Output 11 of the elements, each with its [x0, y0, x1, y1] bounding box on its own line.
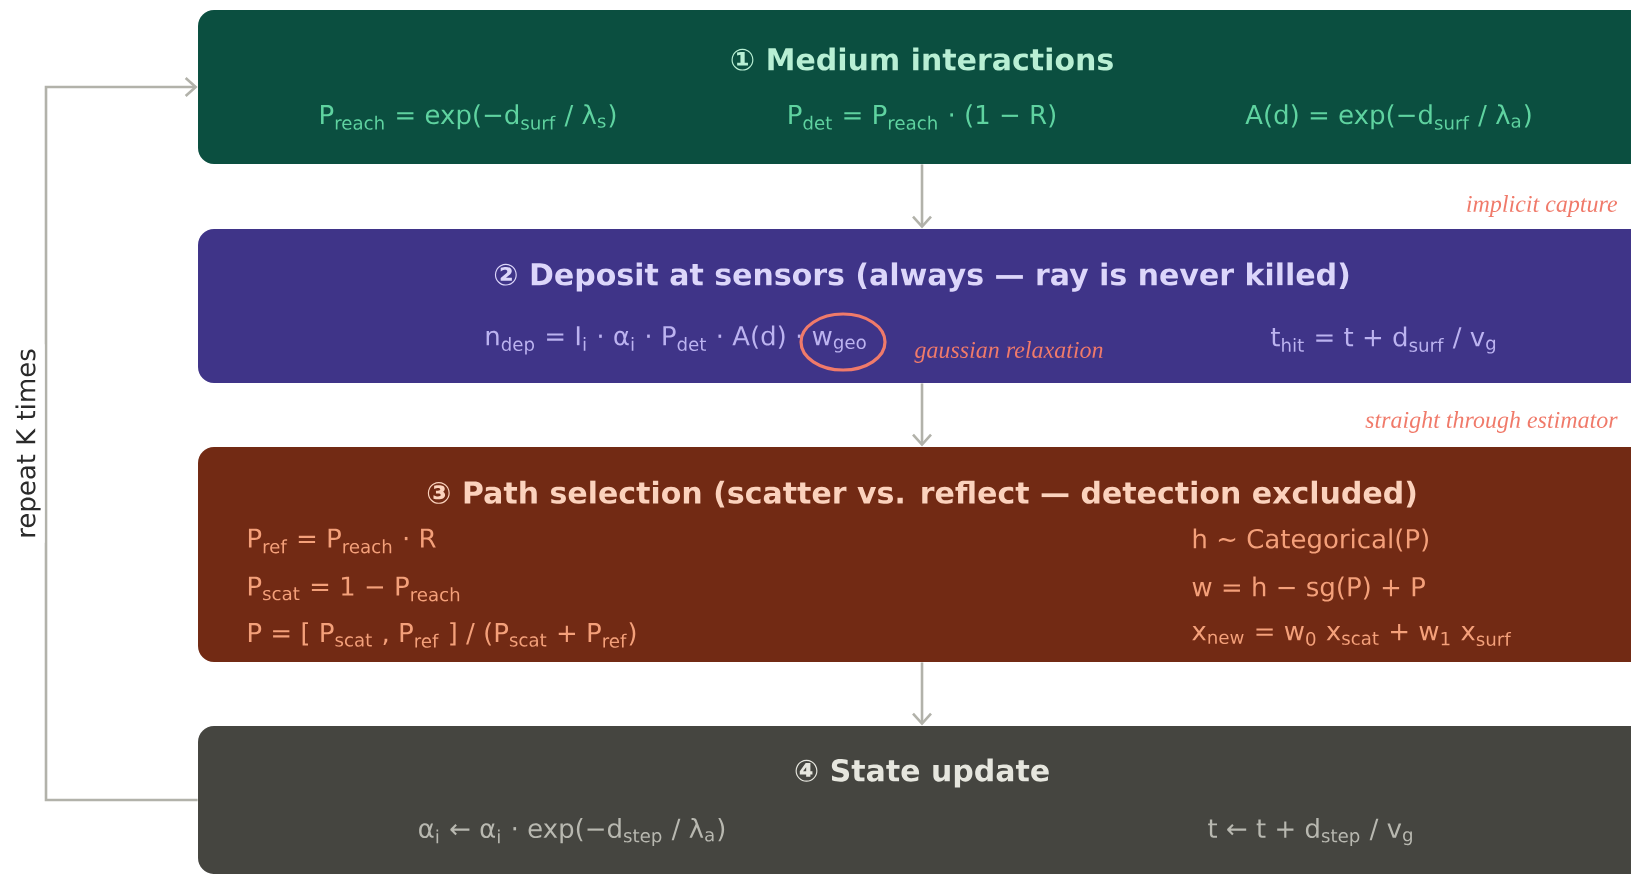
stage-box: ③ Path selection (scatter vs. reflect — detection excluded) P$_{ref}$ = P$_{reach}$ · R P$_{scat}$ = 1 − P$_{reach}$ P = [ P$_{scat}$ , P$_{ref}$ ] / (P$_{scat}$ + P$_{ref}$) h ~ Categorical(P) w = h − sg(P) + P x$_{new}$ = w$_{0}$ x$_{scat}$ + w$_{1}$ x$_{surf}$: [198, 447, 1631, 662]
arrow: [912, 383, 932, 447]
annotation: implicit capture: [1467, 195, 1618, 217]
arrow: [912, 662, 932, 726]
arrow: [912, 164, 932, 229]
loop-arrow: [44, 77, 198, 802]
annotation: gaussian relaxation: [914, 341, 1103, 363]
stage-box: ④ State update α$_{i}$ ← α$_{i}$ · exp(−d$_{step}$ / λ$_{a}$) t ← t + d$_{step}$ / v$_{g}$: [198, 726, 1631, 874]
edge-label: repeat K times: [15, 349, 41, 537]
stage-box: ① Medium interactions P$_{reach}$ = exp(−d$_{surf}$ / λ$_{s}$) P$_{det}$ = P$_{reach}$ · (1 − R) A(d) = exp(−d$_{surf}$ / λ$_{a}$): [198, 10, 1631, 164]
annotation: straight through estimator: [1365, 411, 1618, 433]
